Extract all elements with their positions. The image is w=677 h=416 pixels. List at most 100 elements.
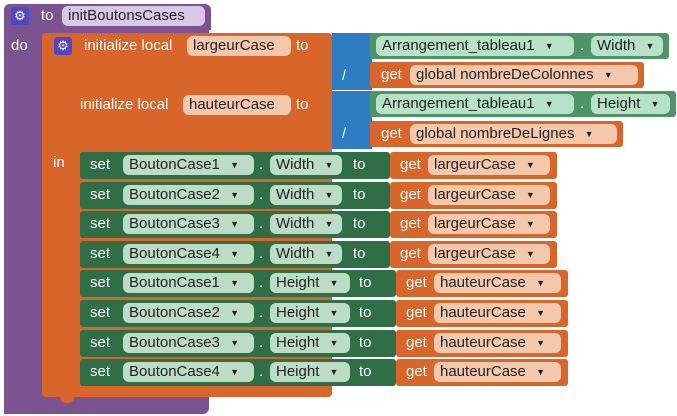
dropdown-arrow-icon: ▼: [230, 219, 239, 229]
component-dropdown[interactable]: Arrangement_tableau1 ▼: [376, 94, 574, 114]
dropdown-arrow-icon: ▼: [536, 338, 545, 348]
property-dropdown[interactable]: Height ▼: [270, 362, 350, 382]
component-dropdown[interactable]: BoutonCase4 ▼: [123, 244, 254, 264]
local-variable-name: largeurCase: [434, 186, 516, 203]
property-dropdown[interactable]: Width ▼: [270, 244, 342, 264]
dropdown-arrow-icon: ▼: [544, 41, 554, 51]
component-dropdown[interactable]: BoutonCase2 ▼: [123, 185, 254, 205]
property-dropdown[interactable]: Height ▼: [270, 303, 350, 323]
dropdown-arrow-icon: ▼: [230, 278, 239, 288]
property-name: Height: [276, 363, 320, 380]
procedure-name: initBoutonsCases: [68, 7, 185, 24]
dropdown-arrow-icon: ▼: [230, 367, 239, 377]
global-variable-dropdown[interactable]: global nombreDeColonnes ▼: [410, 65, 638, 85]
component-name: Arrangement_tableau1: [382, 37, 535, 54]
dropdown-arrow-icon: ▼: [544, 99, 554, 109]
dot-separator: .: [580, 95, 585, 112]
dot-separator: .: [259, 363, 264, 380]
dropdown-arrow-icon: ▼: [230, 190, 239, 200]
dropdown-arrow-icon: ▼: [650, 99, 660, 109]
divide-block[interactable]: [332, 33, 372, 90]
local-var-name-field[interactable]: largeurCase: [187, 36, 291, 56]
set-label: set: [90, 274, 111, 291]
property-dropdown[interactable]: Height ▼: [270, 273, 350, 293]
get-label: get: [406, 304, 427, 321]
dropdown-arrow-icon: ▼: [324, 249, 334, 259]
divide-block[interactable]: [332, 91, 372, 149]
component-dropdown[interactable]: BoutonCase1 ▼: [123, 155, 254, 175]
gear-icon[interactable]: ⚙: [54, 37, 72, 55]
get-label: get: [400, 186, 421, 203]
component-dropdown[interactable]: BoutonCase3 ▼: [123, 214, 254, 234]
local-variable-name: hauteurCase: [440, 304, 526, 321]
local-var-name-field[interactable]: hauteurCase: [183, 95, 291, 115]
property-dropdown[interactable]: Width ▼: [591, 36, 663, 56]
set-label: set: [90, 363, 111, 380]
dot-separator: .: [580, 37, 585, 54]
set-to-label: to: [353, 245, 366, 262]
procedure-do-label: do: [11, 37, 28, 54]
property-name: Height: [276, 274, 320, 291]
component-name: Arrangement_tableau1: [382, 95, 535, 112]
local-var-name: hauteurCase: [189, 96, 275, 113]
property-name: Width: [597, 37, 636, 54]
local-variable-dropdown[interactable]: hauteurCase ▼: [434, 362, 561, 382]
property-dropdown[interactable]: Height ▼: [591, 94, 670, 114]
property-dropdown[interactable]: Height ▼: [270, 333, 350, 353]
property-name: Height: [276, 304, 320, 321]
gear-icon[interactable]: ⚙: [11, 7, 29, 25]
component-name: BoutonCase1: [129, 156, 220, 173]
dropdown-arrow-icon: ▼: [329, 338, 339, 348]
local-variable-dropdown[interactable]: hauteurCase ▼: [434, 333, 561, 353]
property-dropdown[interactable]: Width ▼: [270, 214, 342, 234]
local-variable-name: hauteurCase: [440, 363, 526, 380]
local-variable-dropdown[interactable]: largeurCase ▼: [428, 214, 550, 234]
global-variable-name: global nombreDeLignes: [416, 125, 575, 142]
local-variable-dropdown[interactable]: hauteurCase ▼: [434, 303, 561, 323]
property-name: Width: [276, 156, 315, 173]
property-dropdown[interactable]: Width ▼: [270, 155, 342, 175]
set-to-label: to: [359, 363, 372, 380]
set-to-label: to: [359, 274, 372, 291]
dropdown-arrow-icon: ▼: [324, 160, 334, 170]
get-label: get: [406, 363, 427, 380]
dropdown-arrow-icon: ▼: [329, 278, 339, 288]
dropdown-arrow-icon: ▼: [230, 249, 239, 259]
dropdown-arrow-icon: ▼: [329, 308, 339, 318]
property-dropdown[interactable]: Width ▼: [270, 185, 342, 205]
component-name: BoutonCase2: [129, 304, 220, 321]
get-label: get: [381, 125, 402, 142]
component-dropdown[interactable]: BoutonCase1 ▼: [123, 273, 254, 293]
local-variable-dropdown[interactable]: largeurCase ▼: [428, 185, 550, 205]
set-label: set: [90, 156, 111, 173]
init-local-to-label: to: [296, 37, 309, 54]
dropdown-arrow-icon: ▼: [603, 70, 613, 80]
dropdown-arrow-icon: ▼: [536, 367, 545, 377]
set-label: set: [90, 245, 111, 262]
local-variable-dropdown[interactable]: hauteurCase ▼: [434, 273, 561, 293]
component-dropdown[interactable]: BoutonCase3 ▼: [123, 333, 254, 353]
component-name: BoutonCase4: [129, 363, 220, 380]
set-label: set: [90, 215, 111, 232]
dot-separator: .: [259, 304, 264, 321]
procedure-name-field[interactable]: initBoutonsCases: [62, 6, 205, 26]
component-dropdown[interactable]: BoutonCase4 ▼: [123, 362, 254, 382]
local-variable-dropdown[interactable]: largeurCase ▼: [428, 155, 550, 175]
dropdown-arrow-icon: ▼: [645, 41, 655, 51]
component-dropdown[interactable]: Arrangement_tableau1 ▼: [376, 36, 574, 56]
component-name: BoutonCase1: [129, 274, 220, 291]
dropdown-arrow-icon: ▼: [525, 249, 535, 259]
local-variable-dropdown[interactable]: largeurCase ▼: [428, 244, 550, 264]
component-name: BoutonCase4: [129, 245, 220, 262]
procedure-to-label: to: [41, 7, 54, 24]
dropdown-arrow-icon: ▼: [230, 308, 239, 318]
dropdown-arrow-icon: ▼: [536, 278, 545, 288]
set-to-label: to: [359, 334, 372, 351]
get-label: get: [406, 274, 427, 291]
component-dropdown[interactable]: BoutonCase2 ▼: [123, 303, 254, 323]
set-to-label: to: [353, 215, 366, 232]
dropdown-arrow-icon: ▼: [525, 190, 535, 200]
set-to-label: to: [353, 156, 366, 173]
dropdown-arrow-icon: ▼: [525, 219, 535, 229]
global-variable-dropdown[interactable]: global nombreDeLignes ▼: [410, 124, 617, 144]
